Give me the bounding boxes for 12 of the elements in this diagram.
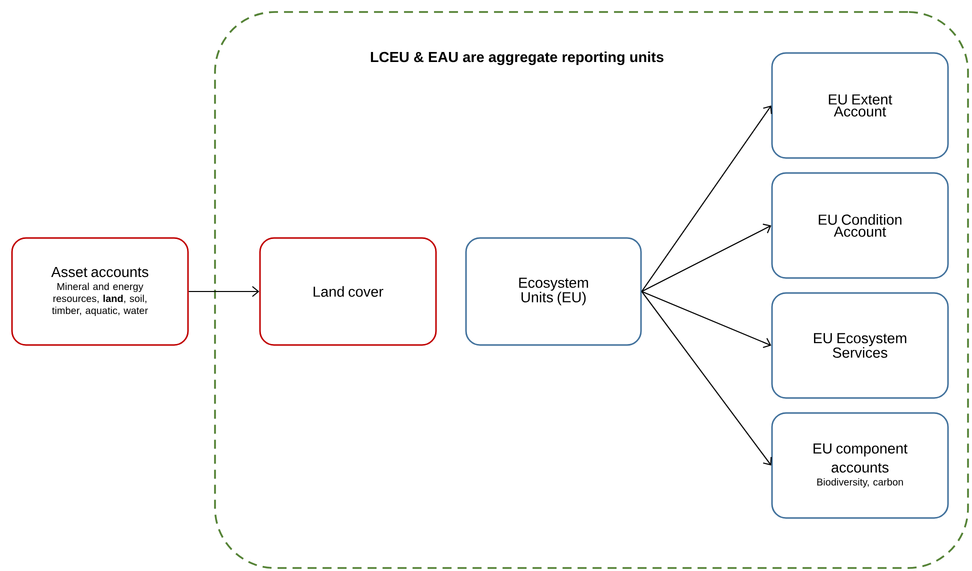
arrow xyxy=(188,286,260,297)
process-box: Land cover xyxy=(259,237,437,346)
account-box: EU Ecosystem Services xyxy=(771,292,949,399)
arrow xyxy=(641,106,772,292)
process-box: Ecosystem Units (EU) xyxy=(465,237,642,346)
asset-box: Asset accounts Mineral and energy resources, land, soil, timber, aquatic, water xyxy=(11,237,189,346)
account-box: EU Extent Account xyxy=(771,52,949,159)
arrow xyxy=(641,291,772,466)
arrow xyxy=(642,291,772,348)
account-box: EU component accounts Biodiversity, carbon xyxy=(771,412,949,519)
account-box: EU Condition Account xyxy=(771,172,949,279)
arrow xyxy=(642,224,772,292)
